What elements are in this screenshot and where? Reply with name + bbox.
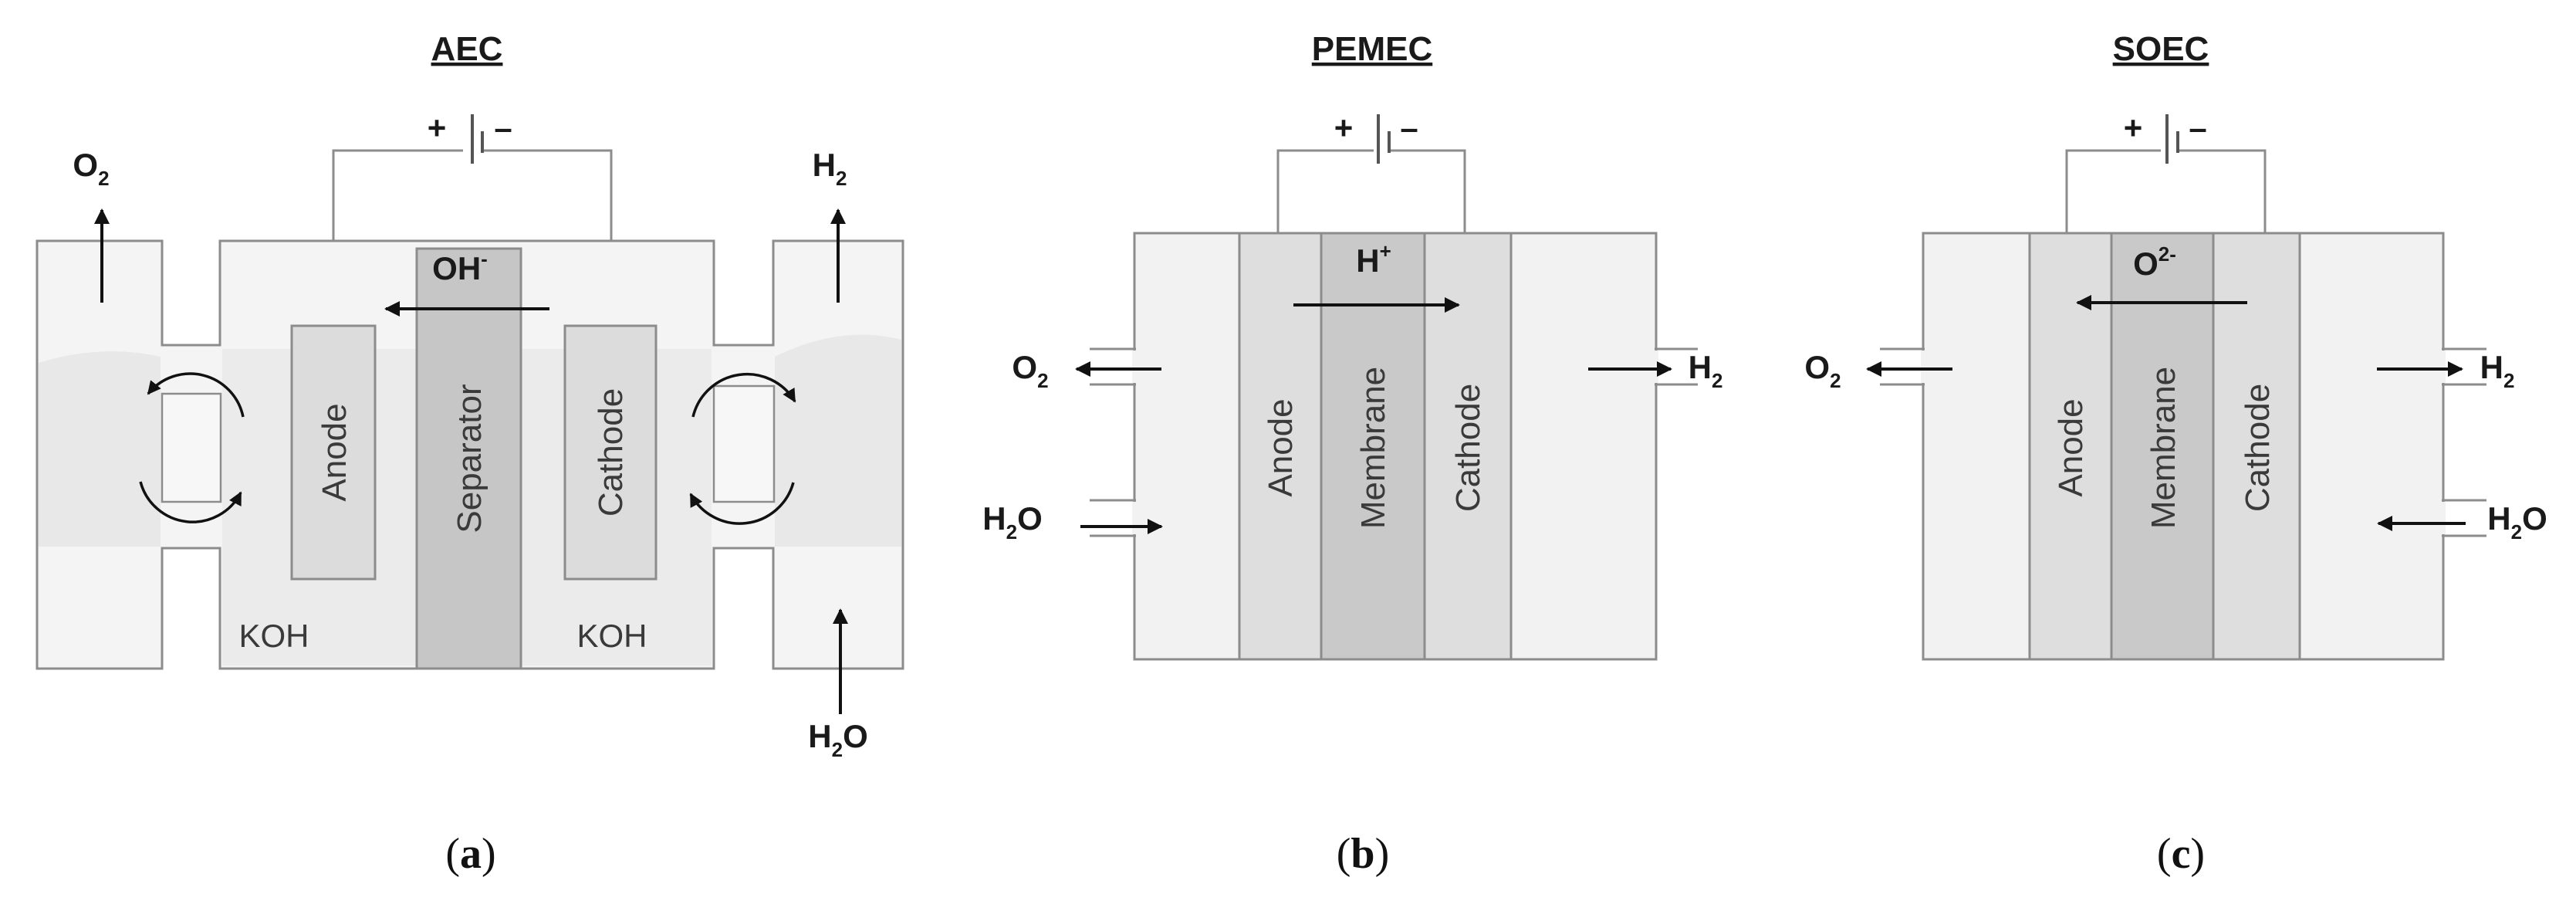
pemec-title: PEMEC xyxy=(1312,30,1432,68)
aec-koh-right-label: KOH xyxy=(576,618,647,654)
caption-c: (c) xyxy=(2157,830,2205,878)
caption-a: (a) xyxy=(445,830,495,878)
soec-cathode-label: Cathode xyxy=(2239,384,2277,512)
pemec-h2-label: H2 xyxy=(1689,349,1723,392)
soec-ports xyxy=(1880,347,2486,537)
pemec-circuit-wire xyxy=(1276,114,1466,233)
soec-title: SOEC xyxy=(2113,30,2209,68)
caption-b: (b) xyxy=(1337,830,1389,878)
pemec-anode-label: Anode xyxy=(1262,398,1300,496)
soec-ion-label: O2- xyxy=(2133,242,2176,282)
pemec-battery-minus: – xyxy=(1400,110,1418,146)
aec-left-circulation-icon xyxy=(139,372,245,523)
soec-membrane-label: Membrane xyxy=(2145,367,2182,529)
soec-h2-label: H2 xyxy=(2480,349,2515,392)
aec-cathode-label: Cathode xyxy=(592,388,630,516)
pemec-battery-plus: + xyxy=(1334,110,1354,146)
soec-h2o-label: H2O xyxy=(2487,500,2547,544)
pemec-ports xyxy=(1090,347,1698,537)
aec-separator xyxy=(415,247,522,670)
aec-anode-label: Anode xyxy=(316,403,353,501)
aec-battery-minus: – xyxy=(494,110,512,146)
pemec-membrane-label: Membrane xyxy=(1354,367,1392,529)
aec-h2-label: H2 xyxy=(813,147,847,190)
pemec-ion-label: H+ xyxy=(1356,239,1391,279)
aec-anode xyxy=(290,324,377,581)
pemec-o2-label: O2 xyxy=(1012,349,1048,392)
panel-pemec: PEMEC + – Anode Membrane Cathode H+ O2 xyxy=(982,30,1722,878)
aec-koh-left-label: KOH xyxy=(238,618,309,654)
aec-h2o-label: H2O xyxy=(808,718,867,761)
pemec-cathode-label: Cathode xyxy=(1449,384,1487,512)
soec-anode-label: Anode xyxy=(2052,398,2090,496)
aec-battery-plus: + xyxy=(428,110,447,146)
panel-aec: AEC + – Anode Separator Cathode OH- xyxy=(35,30,904,878)
pemec-h2o-label: H2O xyxy=(982,500,1042,544)
aec-title: AEC xyxy=(431,30,503,68)
aec-o2-label: O2 xyxy=(73,147,109,190)
soec-battery-minus: – xyxy=(2189,110,2206,146)
panel-soec: SOEC + – Anode Membrane Cathode O2- O2 xyxy=(1804,30,2547,878)
aec-separator-label: Separator xyxy=(451,384,488,533)
aec-cathode xyxy=(563,324,658,581)
soec-battery-plus: + xyxy=(2124,110,2143,146)
soec-o2-label: O2 xyxy=(1804,349,1841,392)
soec-circuit-wire xyxy=(2065,114,2267,233)
aec-right-circulation-icon xyxy=(689,372,796,525)
aec-ion-label: OH- xyxy=(432,247,488,286)
